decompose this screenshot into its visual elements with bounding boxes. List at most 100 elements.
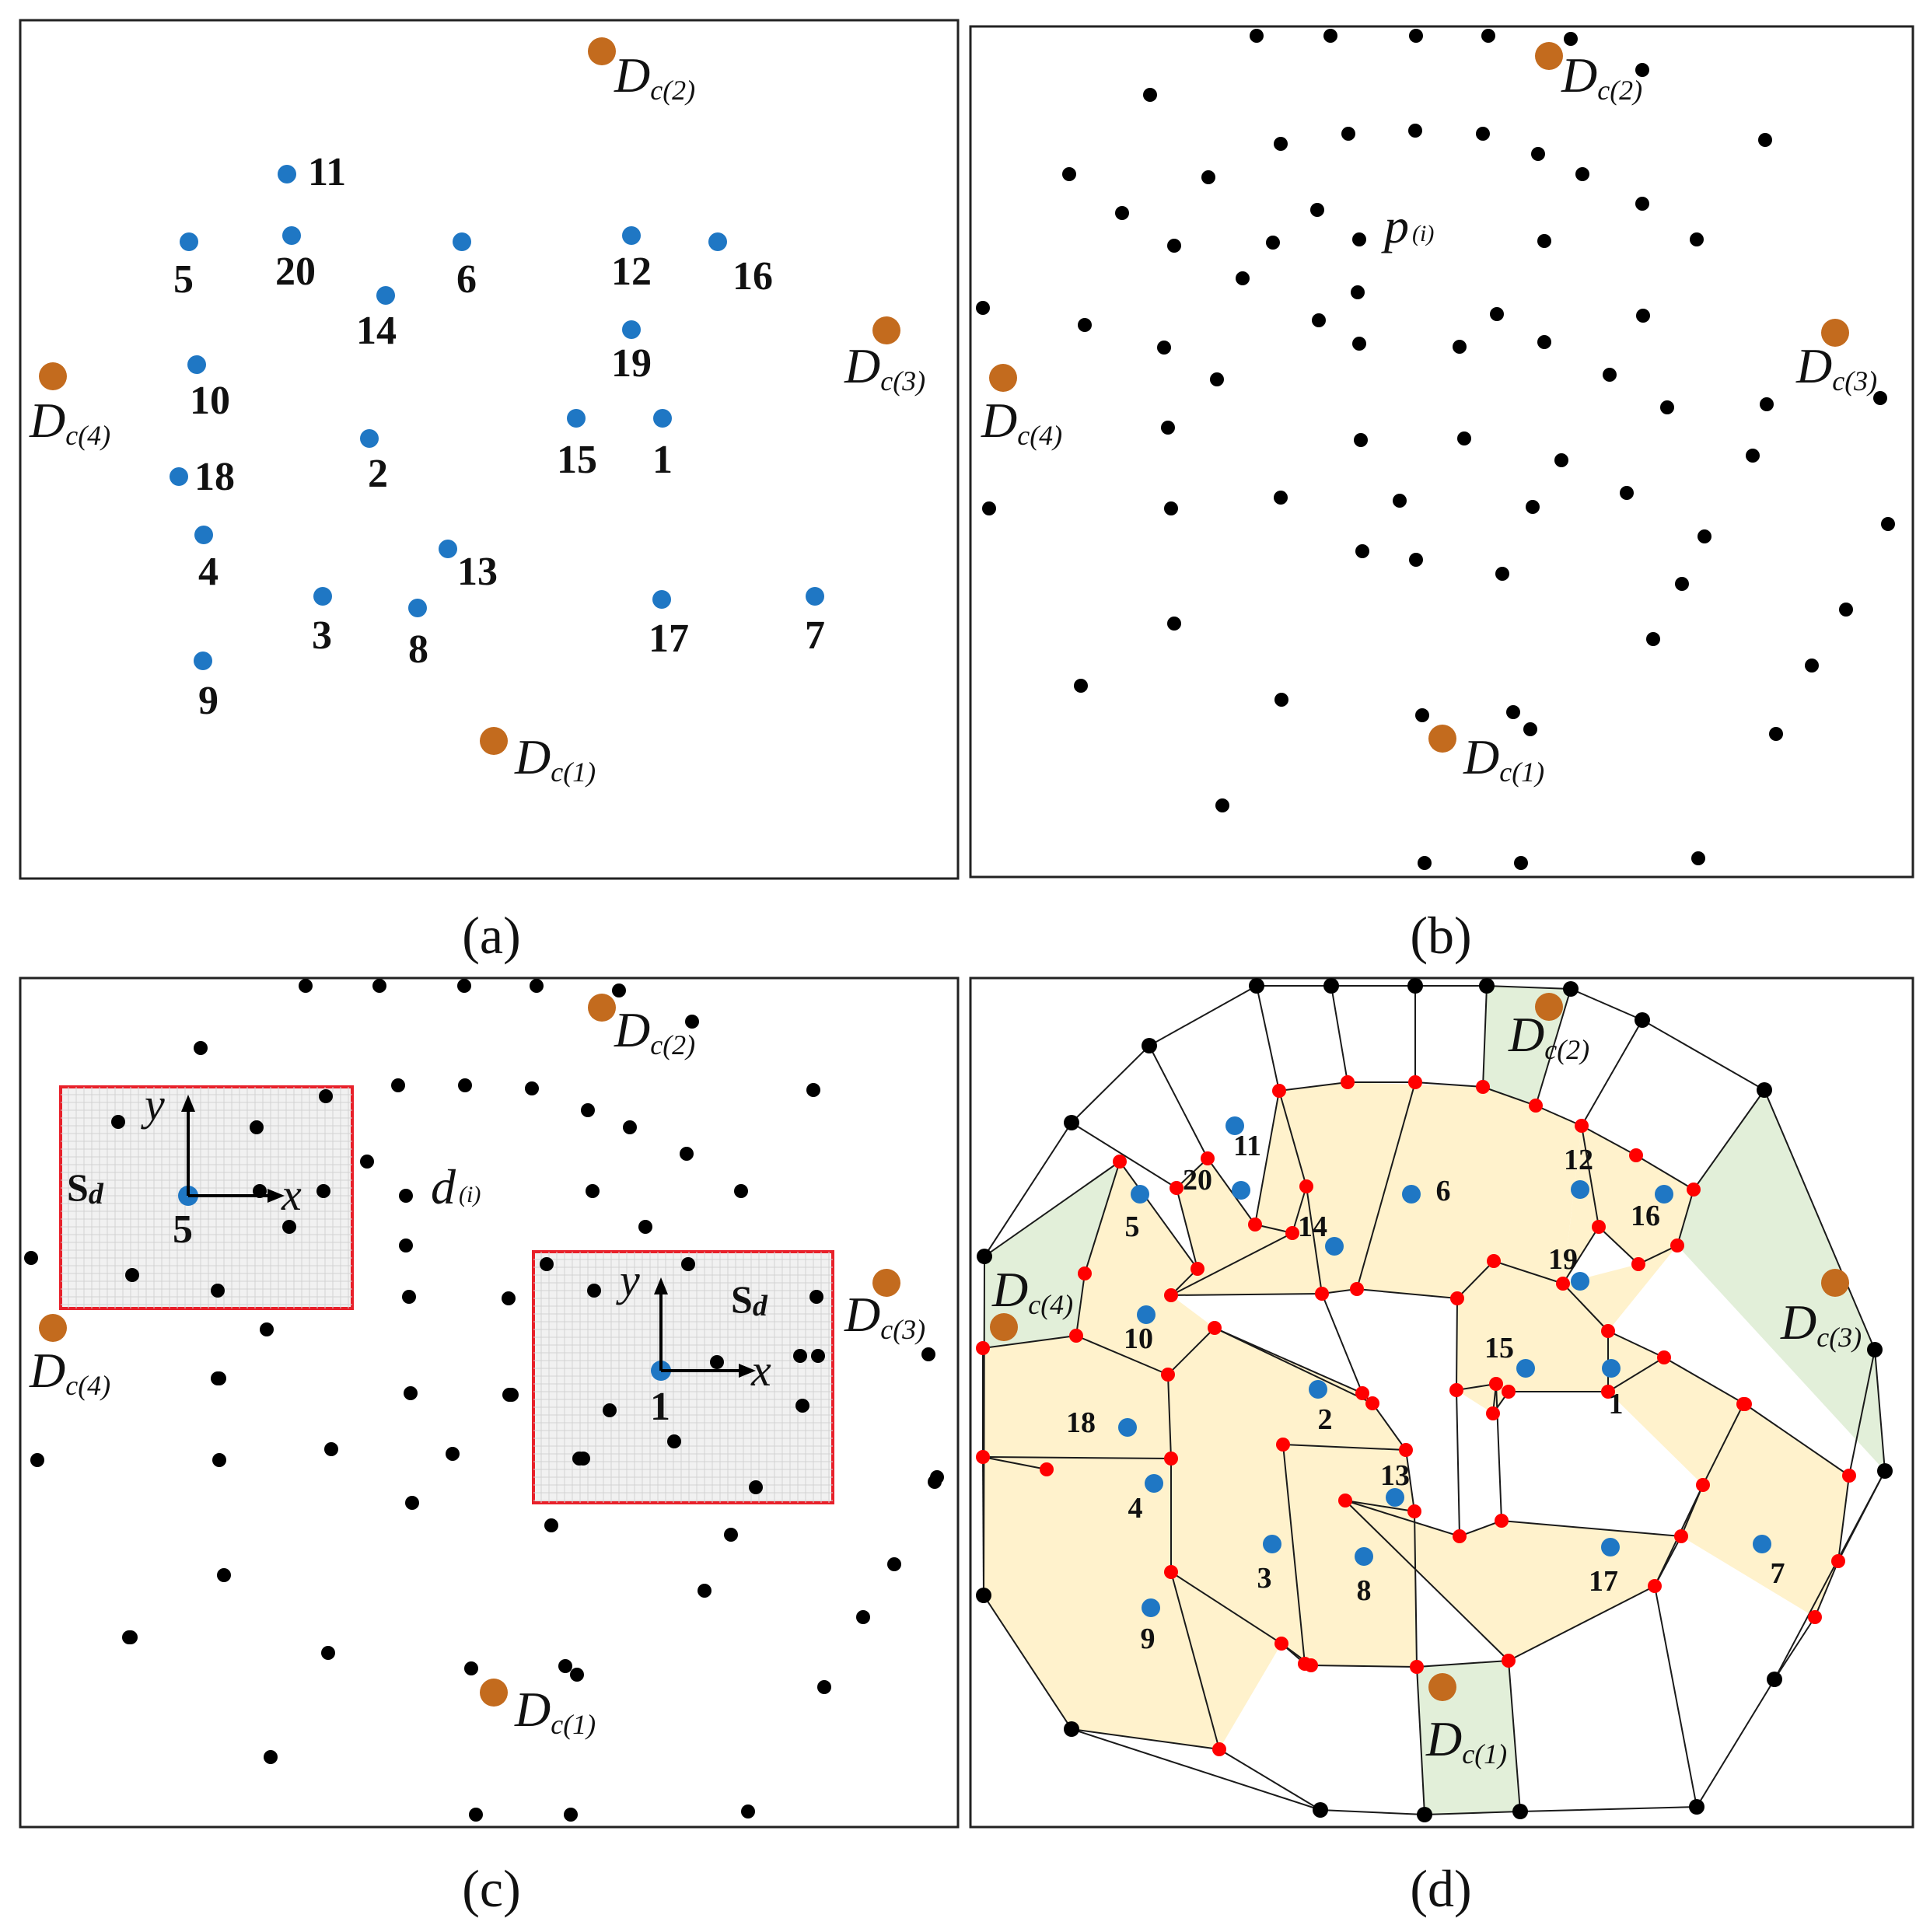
candidate-point-9 <box>1341 127 1355 141</box>
candidate-point-56 <box>1495 567 1509 581</box>
demand-point-16 <box>680 1147 694 1161</box>
depot-marker-4 <box>39 362 67 390</box>
candidate-point-18 <box>1167 239 1181 253</box>
candidate-point-1 <box>1250 29 1264 43</box>
demand-point-58 <box>544 1518 558 1532</box>
demand-point-17 <box>806 1083 820 1097</box>
caption-a: (a) <box>462 906 520 965</box>
candidate-point-19 <box>1266 236 1280 250</box>
partition-customer-label-17: 17 <box>1589 1565 1618 1598</box>
demand-point-1 <box>299 979 313 993</box>
candidate-point-26 <box>1351 285 1365 299</box>
partition-edge <box>982 1456 984 1596</box>
customer-point-12 <box>622 226 641 245</box>
partition-edge <box>1456 1389 1460 1537</box>
outer-node <box>1417 1807 1432 1822</box>
depot-region-3 <box>1677 1090 1885 1471</box>
boundary-node <box>1502 1385 1516 1399</box>
candidate-point-6 <box>1635 63 1649 77</box>
demand-point-69 <box>928 1475 942 1489</box>
candidate-point-16 <box>1201 170 1215 184</box>
customer-point-5 <box>180 232 198 251</box>
partition-customer-label-18: 18 <box>1066 1406 1096 1439</box>
boundary-node <box>1078 1266 1092 1280</box>
outer-node <box>1064 1721 1079 1737</box>
partition-customer-8 <box>1355 1547 1373 1566</box>
customer-point-18 <box>170 467 188 486</box>
partition-customer-18 <box>1118 1418 1137 1437</box>
partition-regions <box>983 986 1885 1815</box>
demand-point-55 <box>572 1452 586 1466</box>
depot-marker-3 <box>1821 319 1849 347</box>
outer-node <box>977 1249 992 1264</box>
partition-customer-label-2: 2 <box>1318 1403 1333 1436</box>
candidate-point-28 <box>1078 318 1092 332</box>
boundary-node <box>1449 1383 1463 1397</box>
boundary-node <box>976 1450 990 1464</box>
customer-point-19 <box>622 320 641 339</box>
partition-customer-label-19: 19 <box>1548 1243 1578 1276</box>
partition-customer-5 <box>1131 1185 1149 1204</box>
boundary-node <box>1486 1406 1500 1420</box>
candidate-point-54 <box>1355 544 1369 558</box>
depot-label-2: Dc(2) <box>614 1002 695 1060</box>
candidate-point-65 <box>1506 705 1520 719</box>
demand-point-68 <box>817 1680 831 1694</box>
outer-node <box>1877 1463 1893 1479</box>
boundary-node <box>1399 1443 1413 1457</box>
customer-point-3 <box>313 587 332 606</box>
depot-marker-4 <box>989 364 1017 392</box>
partition-edge <box>1774 1616 1816 1680</box>
candidate-point-2 <box>1323 29 1337 43</box>
partition-edge <box>982 1456 1172 1459</box>
grid-center-label-1: 1 <box>650 1385 670 1429</box>
candidate-point-17 <box>1115 206 1129 220</box>
partition-edge <box>1278 1090 1307 1187</box>
demand-point-50 <box>446 1447 460 1461</box>
demand-point-27 <box>125 1268 139 1282</box>
boundary-node <box>976 1341 990 1355</box>
candidate-point-23 <box>1635 197 1649 211</box>
axes-right: y x Sd 1 <box>616 1255 771 1429</box>
demand-point-64 <box>321 1646 335 1660</box>
partition-edge <box>982 985 1886 1816</box>
boundary-node <box>1208 1321 1222 1335</box>
boundary-node <box>1164 1565 1178 1579</box>
demand-point-14 <box>581 1103 595 1117</box>
customer-point-8 <box>408 599 427 617</box>
boundary-node <box>1410 1660 1424 1674</box>
demand-point-7 <box>194 1041 208 1055</box>
candidate-point-5 <box>1564 32 1578 46</box>
candidate-point-55 <box>1409 553 1423 567</box>
partition-customer-label-10: 10 <box>1124 1322 1153 1355</box>
candidate-point-22 <box>1537 234 1551 248</box>
candidate-point-67 <box>1769 727 1783 741</box>
depot-label-3: Dc(3) <box>844 1287 925 1345</box>
candidate-point-53 <box>1881 517 1895 531</box>
boundary-node <box>1276 1438 1290 1452</box>
demand-point-3 <box>457 979 471 993</box>
partition-customer-17 <box>1601 1538 1620 1556</box>
partition-edge <box>1356 1125 1600 1300</box>
customer-point-14 <box>376 286 395 305</box>
customer-point-2 <box>360 429 379 448</box>
demand-point-22 <box>360 1155 374 1169</box>
customer-label-7: 7 <box>805 613 825 658</box>
candidate-point-12 <box>1531 147 1545 161</box>
boundary-node <box>1191 1262 1204 1276</box>
depot-marker-4 <box>39 1314 67 1342</box>
boundary-node <box>1304 1658 1318 1672</box>
partition-customer-label-7: 7 <box>1771 1557 1785 1590</box>
boundary-node <box>1350 1282 1364 1296</box>
partition-edge <box>1535 988 1572 1106</box>
outer-node <box>1767 1672 1782 1687</box>
partition-customer-4 <box>1145 1474 1163 1493</box>
partition-customer-12 <box>1571 1180 1589 1199</box>
boundary-node <box>1529 1099 1543 1113</box>
panel-c-frame <box>19 976 960 1829</box>
depot-marker-2 <box>588 994 616 1022</box>
boundary-node <box>1674 1529 1688 1543</box>
boundary-node <box>1272 1084 1286 1098</box>
boundary-node <box>1355 1386 1369 1400</box>
